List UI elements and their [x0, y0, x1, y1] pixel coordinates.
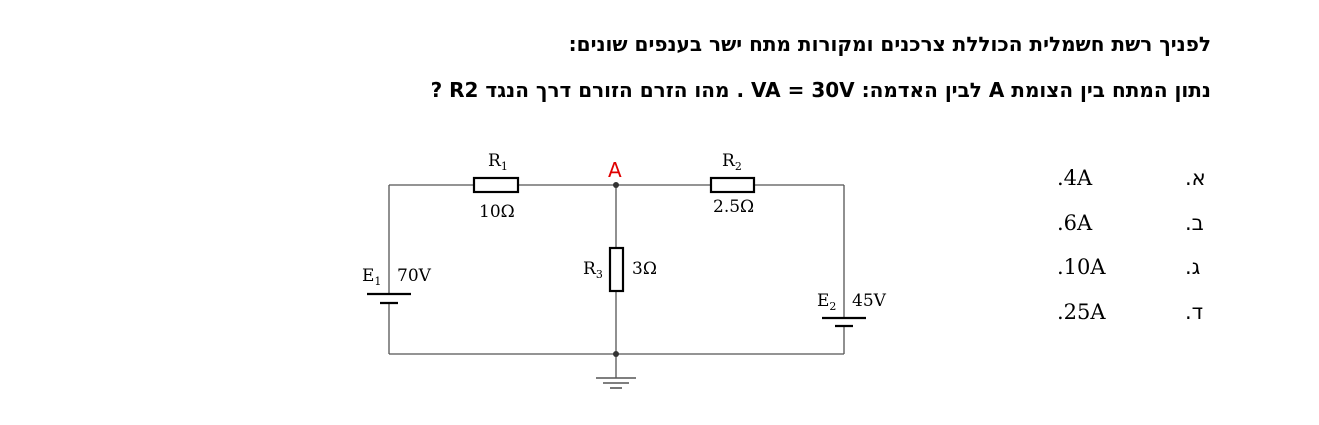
resistor-r2 — [709, 176, 756, 194]
r1-value: 10Ω — [479, 202, 515, 222]
answer-value: .25A — [1057, 300, 1106, 324]
junction-node-a — [613, 182, 619, 188]
junction-bottom — [613, 351, 619, 357]
resistor-r1 — [472, 176, 520, 194]
answer-letter: א. — [1185, 166, 1206, 190]
answer-option[interactable]: .10A ג. — [1057, 255, 1217, 285]
ground-icon — [596, 377, 636, 389]
r3-symbol: R3 — [583, 259, 603, 281]
node-a-label: A — [608, 158, 622, 182]
answer-option[interactable]: .4A א. — [1057, 166, 1217, 196]
answer-option[interactable]: .6A ב. — [1057, 211, 1217, 241]
e2-symbol: E2 — [817, 291, 836, 313]
e1-value: 70V — [397, 266, 432, 286]
answer-letter: ד. — [1185, 300, 1204, 324]
r2-symbol: R2 — [722, 151, 742, 173]
answer-letter: ג. — [1185, 255, 1201, 279]
answer-value: .4A — [1057, 166, 1093, 190]
r3-value: 3Ω — [632, 259, 657, 279]
r2-value: 2.5Ω — [713, 197, 754, 217]
question-line-2: נתון המתח בין הצומת A לבין האדמה: VA = 3… — [430, 78, 1211, 102]
e2-value: 45V — [852, 291, 887, 311]
resistor-r3 — [608, 246, 625, 293]
answer-value: .6A — [1057, 211, 1093, 235]
answer-value: .10A — [1057, 255, 1106, 279]
question-line-1: לפניך רשת חשמלית הכוללת צרכנים ומקורות מ… — [568, 32, 1211, 56]
answer-option[interactable]: .25A ד. — [1057, 300, 1217, 330]
e1-symbol: E1 — [362, 266, 381, 288]
r1-symbol: R1 — [488, 151, 508, 173]
answer-letter: ב. — [1185, 211, 1204, 235]
